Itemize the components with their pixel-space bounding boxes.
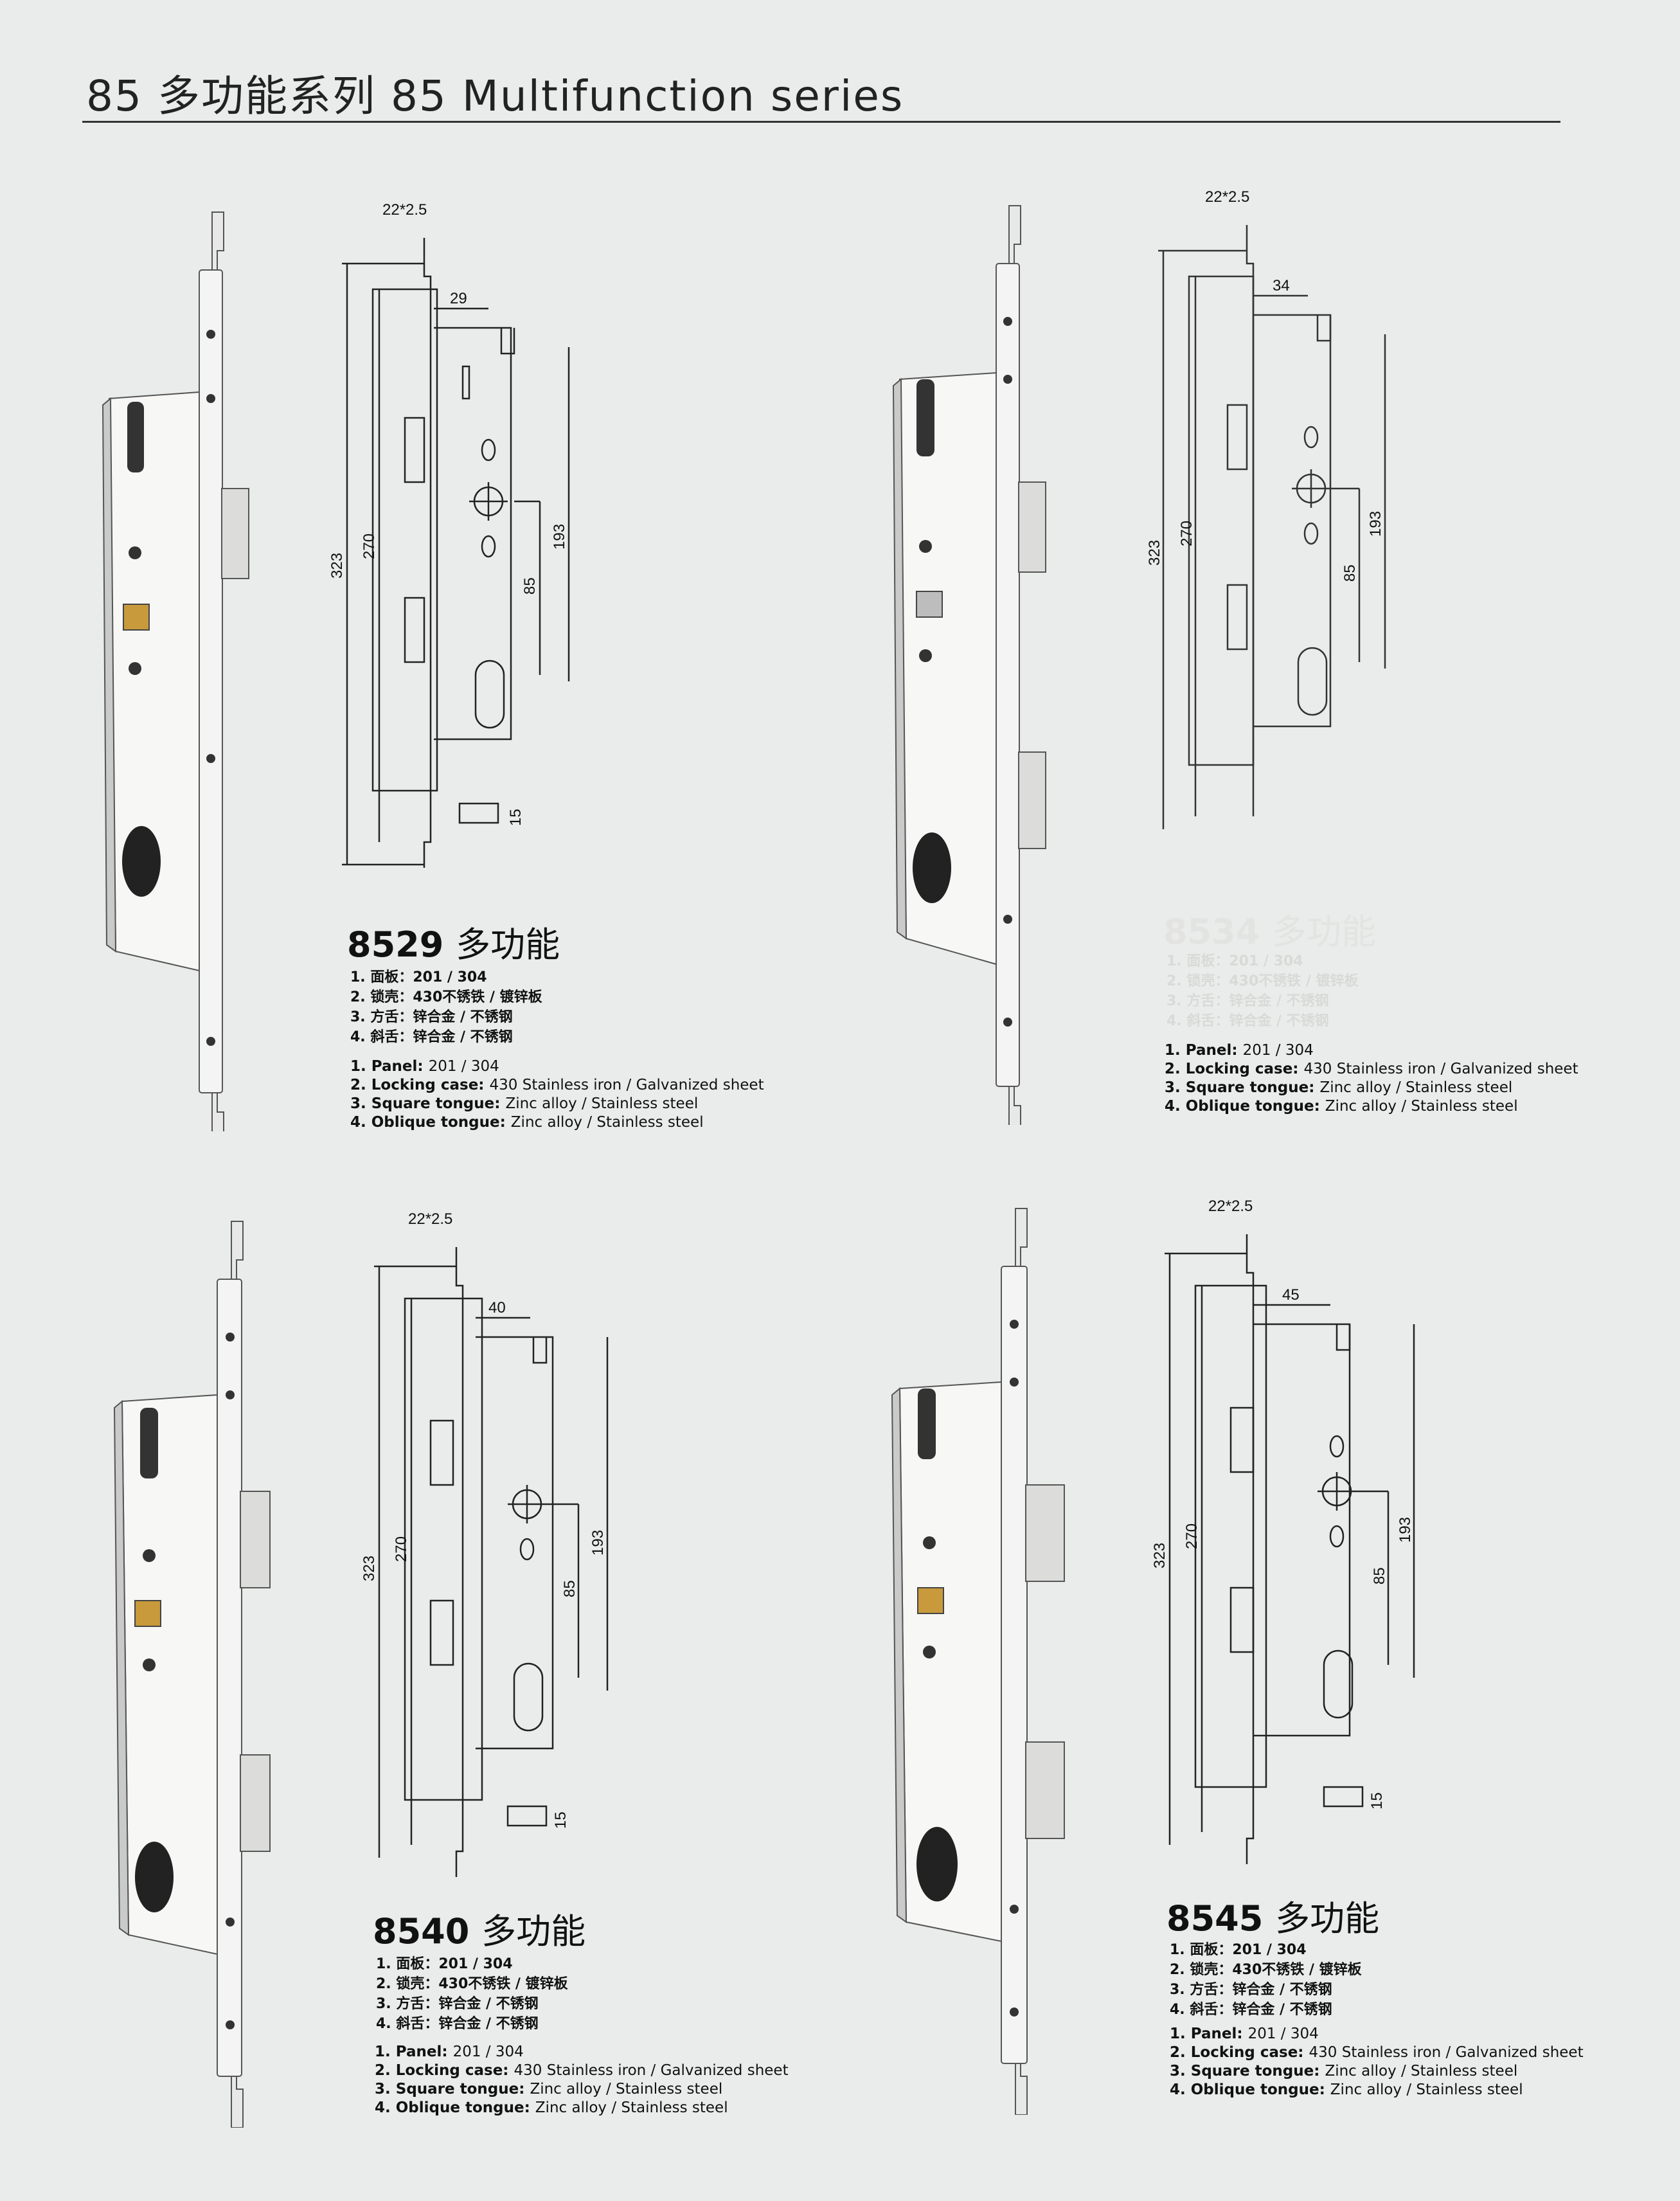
spec-cn-line: 3. 方舌：锌合金 / 不锈钢 [1166,993,1329,1009]
upper-slot [127,402,144,472]
spec-en-line: 2. Locking case: 430 Stainless iron / Ga… [350,1077,764,1093]
model-suffix: 多功能 [1272,912,1377,952]
dim-slot: 15 [507,809,524,826]
spec-en-line: 1. Panel: 201 / 304 [350,1058,499,1075]
lock-body [102,211,224,1131]
page-title: 85 多功能系列 85 Multifunction series [86,71,904,121]
spec-cn-line: 3. 方舌：锌合金 / 不锈钢 [350,1009,513,1025]
lock-photo-8540 [113,1221,271,2128]
specs-en-8545: 1. Panel: 201 / 304 2. Locking case: 430… [1170,2025,1584,2099]
dim-inner: 270 [1178,521,1195,546]
dim-total: 323 [1146,540,1163,566]
dim-backset: 29 [450,290,467,307]
model-suffix: 多功能 [481,1911,586,1952]
dim-85: 85 [521,577,539,595]
spec-en-line: 2. Locking case: 430 Stainless iron / Ga… [375,2062,789,2079]
spec-cn-line: 2. 锁壳：430不锈铁 / 镀锌板 [1170,1962,1362,1978]
technical-drawing-8534: 22*2.5 34 323 270 85 193 [1146,188,1386,829]
dim-193: 193 [1367,511,1384,537]
specs-cn-8545: 1. 面板：201 / 304 2. 锁壳：430不锈铁 / 镀锌板 3. 方舌… [1170,1940,1362,2020]
dim-193: 193 [1397,1517,1414,1543]
dim-head: 22*2.5 [1208,1198,1253,1215]
spec-en-line: 4. Oblique tongue: Zinc alloy / Stainles… [375,2099,728,2116]
dim-193: 193 [551,524,568,550]
model-heading-8545: 8545 多功能 [1166,1890,1379,1941]
dim-head: 22*2.5 [1205,188,1249,206]
title-divider [82,121,1560,123]
dim-85: 85 [1371,1567,1388,1585]
spec-cn-line: 2. 锁壳：430不锈铁 / 镀锌板 [376,1976,568,1992]
model-number: 8534 [1163,912,1260,952]
spec-en-line: 4. Oblique tongue: Zinc alloy / Stainles… [350,1114,704,1131]
spec-en-line: 1. Panel: 201 / 304 [375,2044,524,2060]
spec-cn-line: 1. 面板：201 / 304 [1166,953,1303,969]
model-heading-8540: 8540 多功能 [373,1903,585,1954]
specs-cn-8540: 1. 面板：201 / 304 2. 锁壳：430不锈铁 / 镀锌板 3. 方舌… [376,1954,568,2034]
dim-inner: 270 [393,1536,410,1562]
spec-en-line: 3. Square tongue: Zinc alloy / Stainless… [1165,1079,1513,1096]
technical-drawing-8545: 22*2.5 45 323 270 85 193 15 [1151,1198,1415,1864]
model-number: 8540 [373,1911,470,1952]
dim-slot: 15 [552,1811,569,1829]
spec-cn-line: 2. 锁壳：430不锈铁 / 镀锌板 [1166,973,1359,989]
technical-drawing-8529: 22*2.5 29 323 270 85 193 15 [328,201,570,868]
model-number: 8545 [1166,1898,1264,1939]
spec-cn-line: 4. 斜舌：锌合金 / 不锈钢 [1170,2002,1332,2018]
spec-en-line: 2. Locking case: 430 Stainless iron / Ga… [1170,2044,1584,2061]
model-number: 8529 [347,924,444,965]
technical-drawing-8540: 22*2.5 40 323 270 85 193 15 [361,1210,609,1877]
spec-en-line: 1. Panel: 201 / 304 [1165,1042,1314,1059]
latch-tongue [1018,481,1046,573]
spec-en-line: 3. Square tongue: Zinc alloy / Stainless… [375,2081,723,2098]
specs-en-8534: 1. Panel: 201 / 304 2. Locking case: 430… [1165,1041,1578,1116]
spec-en-line: 1. Panel: 201 / 304 [1170,2026,1319,2042]
spindle-hole [123,604,150,631]
dim-total: 323 [328,553,346,579]
spec-cn-line: 1. 面板：201 / 304 [1170,1942,1307,1958]
spec-en-line: 4. Oblique tongue: Zinc alloy / Stainles… [1170,2081,1523,2098]
cylinder-hole [122,826,161,897]
dim-head: 22*2.5 [382,201,427,219]
dim-193: 193 [589,1530,607,1556]
specs-en-8529: 1. Panel: 201 / 304 2. Locking case: 430… [350,1057,764,1132]
spec-cn-line: 1. 面板：201 / 304 [350,969,487,985]
spec-cn-line: 4. 斜舌：锌合金 / 不锈钢 [376,2016,539,2032]
lock-photo-8545 [891,1208,1065,2115]
dim-backset: 45 [1282,1286,1300,1304]
spec-en-line: 3. Square tongue: Zinc alloy / Stainless… [350,1095,699,1112]
lock-photo-8534 [892,205,1046,1125]
dim-inner: 270 [1183,1523,1201,1549]
spec-en-line: 4. Oblique tongue: Zinc alloy / Stainles… [1165,1098,1518,1115]
dim-85: 85 [561,1580,578,1597]
spec-cn-line: 3. 方舌：锌合金 / 不锈钢 [1170,1982,1332,1998]
second-latch [1018,751,1046,849]
specs-cn-8534: 1. 面板：201 / 304 2. 锁壳：430不锈铁 / 镀锌板 3. 方舌… [1166,951,1359,1031]
spec-cn-line: 1. 面板：201 / 304 [376,1956,513,1972]
dim-backset: 40 [488,1299,506,1316]
model-heading-8534: 8534 多功能 [1163,903,1376,954]
model-heading-8529: 8529 多功能 [347,916,560,967]
dim-head: 22*2.5 [408,1210,452,1228]
spec-cn-line: 2. 锁壳：430不锈铁 / 镀锌板 [350,989,542,1005]
latch-tongue [221,488,249,579]
dim-inner: 270 [361,534,378,559]
spec-en-line: 3. Square tongue: Zinc alloy / Stainless… [1170,2063,1518,2080]
dim-total: 323 [1151,1543,1168,1568]
spec-cn-line: 4. 斜舌：锌合金 / 不锈钢 [350,1029,513,1045]
model-suffix: 多功能 [1275,1898,1380,1939]
spec-en-line: 2. Locking case: 430 Stainless iron / Ga… [1165,1061,1578,1077]
dim-slot: 15 [1368,1792,1386,1810]
specs-en-8540: 1. Panel: 201 / 304 2. Locking case: 430… [375,2043,789,2117]
spec-cn-line: 4. 斜舌：锌合金 / 不锈钢 [1166,1013,1329,1029]
lock-photo-8529 [102,211,249,1131]
spec-cn-line: 3. 方舌：锌合金 / 不锈钢 [376,1996,539,2012]
dim-backset: 34 [1273,277,1290,294]
specs-cn-8529: 1. 面板：201 / 304 2. 锁壳：430不锈铁 / 镀锌板 3. 方舌… [350,967,542,1047]
dim-total: 323 [361,1556,378,1581]
dim-85: 85 [1341,564,1359,582]
model-suffix: 多功能 [456,924,560,965]
